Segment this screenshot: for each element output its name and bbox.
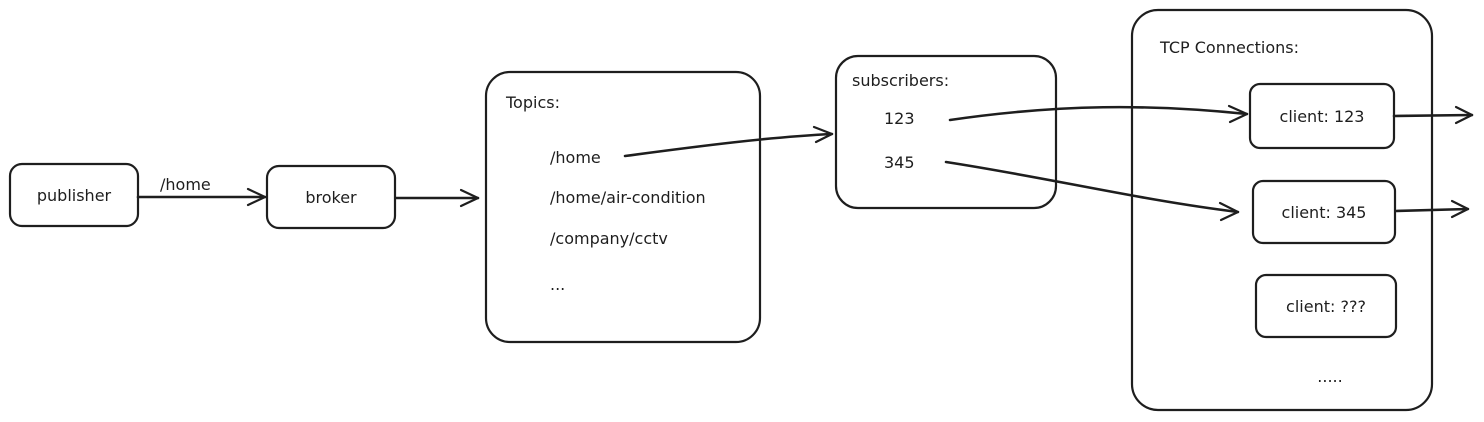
client-label: client: ??? xyxy=(1286,297,1366,316)
subscriber-id: 345 xyxy=(884,153,915,172)
topics-node: Topics: /home /home/air-condition /compa… xyxy=(484,70,762,344)
subscriber-id: 123 xyxy=(884,109,915,128)
topic-item: /company/cctv xyxy=(550,229,668,248)
subscribers-node: subscribers: 123 345 xyxy=(834,54,1058,210)
publisher-to-broker-label: /home xyxy=(160,175,211,194)
client-node: client: 123 xyxy=(1248,82,1396,150)
tcp-connections-title: TCP Connections: xyxy=(1159,38,1299,57)
more-clients-ellipsis: ..... xyxy=(1317,367,1342,386)
publisher-node: publisher xyxy=(8,162,140,228)
topic-home-to-subscribers-arrow xyxy=(623,125,834,158)
topic-item: /home/air-condition xyxy=(550,188,706,207)
client-label: client: 345 xyxy=(1282,203,1367,222)
publisher-label: publisher xyxy=(37,186,112,205)
client-345-outgoing-arrow xyxy=(1394,199,1470,219)
subscribers-title: subscribers: xyxy=(852,71,949,90)
topic-item: ... xyxy=(550,275,565,294)
topic-item: /home xyxy=(550,148,601,167)
subscriber-123-to-client-arrow xyxy=(948,104,1249,124)
client-node: client: 345 xyxy=(1251,179,1397,245)
broker-label: broker xyxy=(305,188,357,207)
client-123-outgoing-arrow xyxy=(1392,105,1474,125)
publisher-to-broker-arrow: /home xyxy=(136,175,267,207)
tcp-connections-node: TCP Connections: client: 123 client: 345… xyxy=(1130,8,1434,412)
client-label: client: 123 xyxy=(1280,107,1365,126)
client-node: client: ??? xyxy=(1254,273,1398,339)
topics-title: Topics: xyxy=(505,93,560,112)
broker-to-topics-arrow xyxy=(394,188,480,208)
broker-node: broker xyxy=(265,164,397,230)
subscriber-345-to-client-arrow xyxy=(944,160,1240,222)
